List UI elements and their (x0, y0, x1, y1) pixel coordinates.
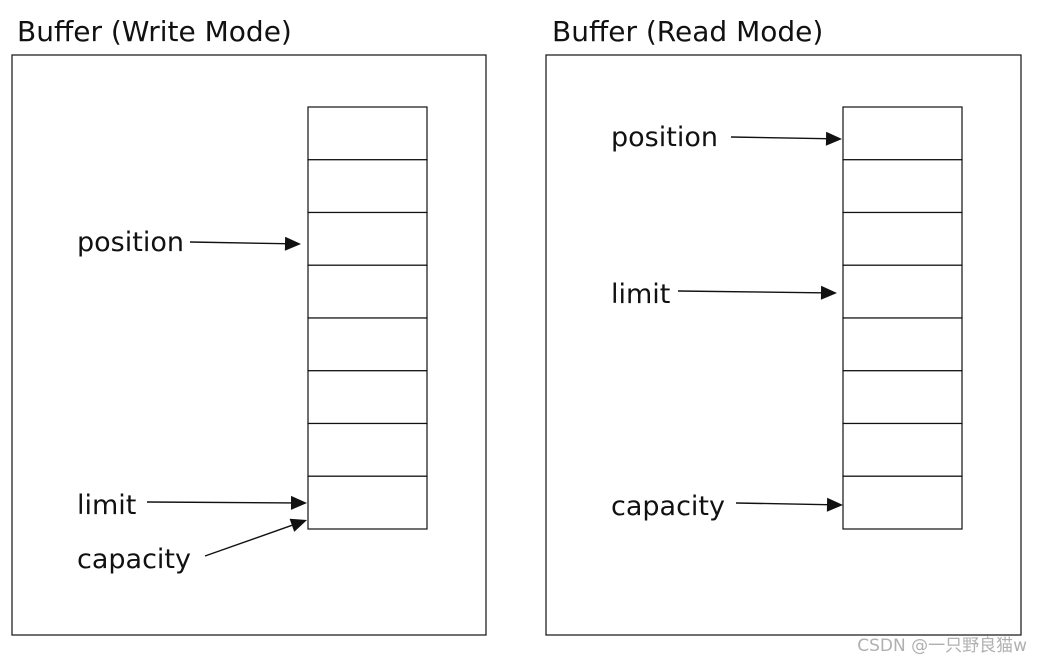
capacity-arrow (735, 502, 828, 506)
write-mode-frame (11, 54, 487, 636)
limit-label: limit (611, 279, 670, 310)
position-label: position (77, 227, 184, 258)
read-mode-frame (545, 54, 1022, 636)
watermark: CSDN @一只野良猫w (857, 636, 1027, 656)
buffer-cell (307, 475, 428, 530)
capacity-label: capacity (77, 544, 191, 575)
capacity-arrowhead (289, 518, 307, 532)
buffer-cell (307, 211, 428, 266)
position-arrow (730, 136, 827, 140)
write-mode-pointers: position limit capacity (77, 227, 307, 575)
buffer-cell (842, 317, 963, 372)
read-mode-title: Buffer (Read Mode) (552, 15, 823, 48)
limit-arrow (146, 501, 292, 504)
position-arrow (189, 241, 286, 245)
buffer-cell (307, 317, 428, 372)
limit-arrow (677, 290, 822, 294)
buffer-cell (842, 264, 963, 319)
buffer-cell (842, 370, 963, 425)
read-mode-pointers: position limit capacity (611, 122, 843, 522)
buffer-cell (307, 264, 428, 319)
write-mode-buffer-cells (307, 106, 428, 530)
write-mode-title: Buffer (Write Mode) (17, 15, 292, 48)
position-arrowhead (284, 236, 301, 251)
buffer-cell (307, 106, 428, 161)
buffer-cell (842, 159, 963, 214)
capacity-arrow (204, 524, 293, 557)
limit-arrowhead (820, 285, 837, 300)
buffer-cell (307, 370, 428, 425)
position-arrowhead (825, 131, 842, 146)
position-label: position (611, 122, 718, 153)
buffer-cell (307, 159, 428, 214)
limit-arrowhead (290, 495, 307, 510)
capacity-arrowhead (826, 497, 843, 512)
limit-label: limit (77, 490, 136, 521)
buffer-cell (307, 422, 428, 477)
read-mode-panel: Buffer (Read Mode) position limit capacity (545, 15, 1022, 636)
write-mode-panel: Buffer (Write Mode) position limit capacit… (11, 15, 487, 636)
capacity-label: capacity (611, 491, 725, 522)
read-mode-buffer-cells (842, 106, 963, 530)
buffer-cell (842, 475, 963, 530)
buffer-cell (842, 106, 963, 161)
buffer-cell (842, 211, 963, 266)
buffer-cell (842, 422, 963, 477)
